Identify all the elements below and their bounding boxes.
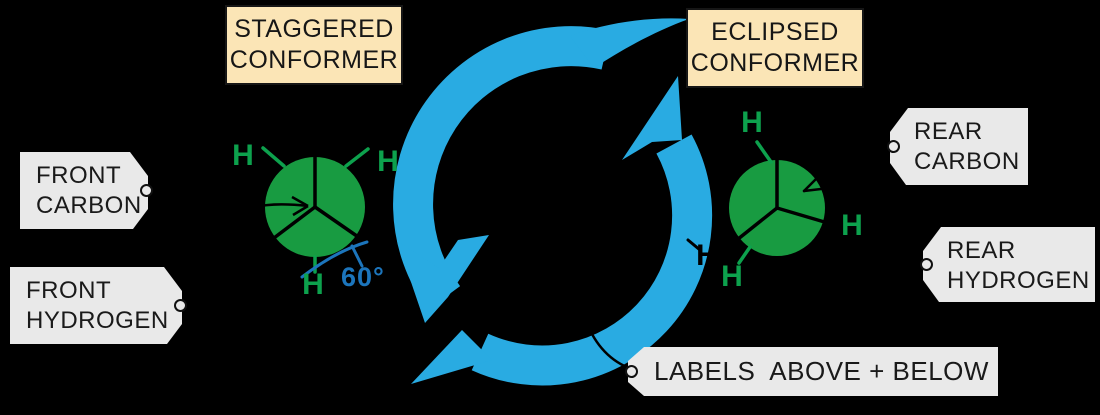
dihedral-angle-arc xyxy=(300,240,369,279)
staggered-front-hydrogen: H xyxy=(376,238,398,271)
eclipsed-rear-hydrogen-top: H xyxy=(741,106,763,139)
staggered-conformer-box: STAGGERED CONFORMER xyxy=(225,5,403,85)
rear-carbon-tag: REAR CARBON xyxy=(887,108,1028,185)
front-carbon-tag-line2: CARBON xyxy=(36,192,142,219)
front-hydrogen-tag-line2: HYDROGEN xyxy=(26,307,169,334)
rear-carbon-tag-line2: CARBON xyxy=(914,148,1020,175)
staggered-conformer-label-line2: CONFORMER xyxy=(229,46,399,74)
rear-carbon-tag-line1: REAR xyxy=(914,118,983,145)
staggered-rear-hydrogen-top-left: H xyxy=(232,139,254,172)
leader-ring-icon xyxy=(625,364,638,378)
rear-hydrogen-leader-arrow-icon xyxy=(686,238,702,252)
front-hydrogen-tag: FRONT HYDROGEN xyxy=(10,267,187,344)
eclipsed-newman-projection xyxy=(686,140,840,265)
rear-hydrogen-tag: REAR HYDROGEN xyxy=(920,227,1095,302)
staggered-newman-projection xyxy=(251,146,379,279)
front-carbon-tag: FRONT CARBON xyxy=(20,152,153,229)
rear-hydrogen-tag-line2: HYDROGEN xyxy=(947,267,1090,294)
front-carbon-tag-line1: FRONT xyxy=(36,162,122,189)
staggered-rear-hydrogen-top-right: H xyxy=(377,145,399,178)
eclipsed-rear-hydrogen-bottom-left: H xyxy=(721,260,743,293)
front-hydrogen-tag-line1: FRONT xyxy=(26,277,112,304)
leader-ring-icon xyxy=(140,183,153,197)
leader-ring-icon xyxy=(887,139,900,153)
rear-hydrogen-tag-line1: REAR xyxy=(947,237,1016,264)
eclipsed-rear-hydrogen-right: H xyxy=(841,209,863,242)
rear-carbon-leader-arrow-icon xyxy=(802,173,823,193)
labels-position-tag-text: LABELS ABOVE + BELOW xyxy=(654,356,989,386)
labels-position-tag: LABELS ABOVE + BELOW xyxy=(625,347,998,396)
eclipsed-conformer-label-line2: CONFORMER xyxy=(690,49,860,77)
staggered-rear-hydrogen-bottom: H xyxy=(302,268,324,301)
eclipsed-front-hydrogen: H xyxy=(696,239,718,272)
eclipsed-conformer-label-line1: ECLIPSED xyxy=(711,18,839,46)
cycle-arrows-icon xyxy=(393,18,713,386)
staggered-conformer-label-line1: STAGGERED xyxy=(234,15,394,43)
front-carbon-leader-arrow-icon xyxy=(251,195,309,217)
dihedral-angle-label: 60° xyxy=(341,262,385,292)
leader-ring-icon xyxy=(174,298,187,312)
leader-ring-icon xyxy=(920,257,933,271)
eclipsed-conformer-box: ECLIPSED CONFORMER xyxy=(686,8,864,88)
